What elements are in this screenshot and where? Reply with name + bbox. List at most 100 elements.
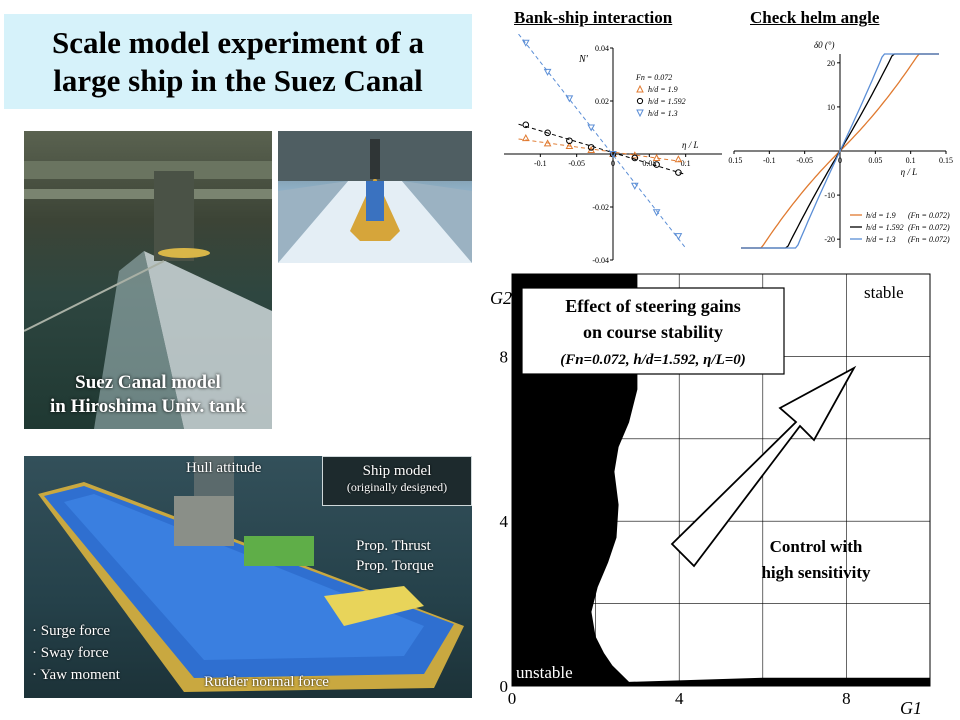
y-axis-label: G2 <box>490 288 512 308</box>
x-tick-label: 8 <box>842 689 851 708</box>
legend-label: h/d = 1.592 <box>866 223 904 232</box>
legend-label: h/d = 1.592 <box>648 97 686 106</box>
unstable-label: unstable <box>516 663 573 682</box>
data-point <box>674 233 683 241</box>
gains-line-2: on course stability <box>583 322 723 342</box>
y-tick-label: -10 <box>824 191 835 200</box>
data-point <box>630 182 639 190</box>
legend-header: Fn = 0.072 <box>635 73 672 82</box>
y-tick-label: -0.04 <box>592 256 609 265</box>
x-tick-label: -0.05 <box>796 156 813 165</box>
data-point <box>566 137 573 145</box>
ship-model-photo: Hull attitude Ship model (originally des… <box>24 456 472 698</box>
ship-channel-photo <box>278 131 472 263</box>
data-point <box>587 144 595 151</box>
data-point <box>565 142 574 150</box>
legend-marker <box>636 84 644 93</box>
y-axis-label: δ0 (°) <box>814 40 835 50</box>
force-bullet-list: · Surge force · Sway force · Yaw moment <box>32 620 120 686</box>
x-tick-label: 0.1 <box>906 156 916 165</box>
x-axis-label: η / L <box>901 167 917 177</box>
sensitivity-arrow <box>670 365 857 568</box>
x-tick-label: 0.15 <box>939 156 953 165</box>
tank-caption: Suez Canal model in Hiroshima Univ. tank <box>24 371 272 419</box>
x-tick-label: -0.1 <box>763 156 776 165</box>
y-tick-label: 8 <box>500 347 509 366</box>
y-tick-label: 0.02 <box>595 97 609 106</box>
x-tick-label: 0 <box>838 156 842 165</box>
data-point <box>587 124 596 132</box>
legend-note: (Fn = 0.072) <box>908 211 950 220</box>
legend-label: h/d = 1.9 <box>648 85 678 94</box>
y-tick-label: 10 <box>827 103 835 112</box>
legend-label: h/d = 1.9 <box>866 211 896 220</box>
y-tick-label: 0.04 <box>595 44 609 53</box>
bullet-yaw-moment: · Yaw moment <box>32 667 120 683</box>
bullet-sway-force: · Sway force <box>32 645 109 661</box>
title-line-2: large ship in the Suez Canal <box>53 63 423 98</box>
prop-torque-label: Prop. Torque <box>356 558 434 574</box>
rudder-force-label: Rudder normal force <box>204 674 329 690</box>
legend-note: (Fn = 0.072) <box>908 235 950 244</box>
x-tick-label: 0 <box>611 159 615 168</box>
prop-labels: Prop. Thrust Prop. Torque <box>356 536 434 576</box>
data-point <box>631 154 639 162</box>
data-point <box>521 134 530 142</box>
data-point <box>675 169 682 176</box>
y-axis-label: N' <box>578 54 589 65</box>
x-tick-label: 0 <box>508 689 517 708</box>
data-point <box>674 155 683 163</box>
gains-annotation-frame <box>521 287 785 375</box>
legend-label: h/d = 1.3 <box>866 235 896 244</box>
title-line-1: Scale model experiment of a <box>52 25 424 60</box>
slide-title: Scale model experiment of a large ship i… <box>4 14 472 109</box>
y-tick-label: 4 <box>500 512 509 531</box>
x-tick-label: 0.1 <box>681 159 691 168</box>
fit-line-1 <box>518 123 686 175</box>
ship-model-subtitle: (originally designed) <box>346 480 448 494</box>
data-point <box>521 39 530 47</box>
stable-label: stable <box>864 283 904 302</box>
helm-curve-2 <box>741 53 939 249</box>
tank-photo: Suez Canal model in Hiroshima Univ. tank <box>24 131 272 429</box>
data-point <box>609 151 617 159</box>
x-tick-label: -0.1 <box>534 159 547 168</box>
legend-marker <box>636 109 644 118</box>
data-point <box>652 209 661 217</box>
x-tick-label: -0.15 <box>728 156 742 165</box>
legend-note: (Fn = 0.072) <box>908 223 950 232</box>
y-tick-label: 20 <box>827 59 835 68</box>
tank-caption-line-2: in Hiroshima Univ. tank <box>49 396 247 417</box>
legend-marker <box>636 97 644 105</box>
prop-thrust-label: Prop. Thrust <box>356 538 431 554</box>
x-axis-label: G1 <box>900 698 922 718</box>
x-tick-label: 4 <box>675 689 684 708</box>
tank-caption-line-1: Suez Canal model <box>75 372 221 393</box>
hull-attitude-label: Hull attitude <box>186 460 262 476</box>
helm-angle-heading: Check helm angle <box>750 8 880 27</box>
x-tick-label: -0.05 <box>568 159 585 168</box>
data-point <box>544 129 551 137</box>
fit-line-2 <box>518 34 687 249</box>
unstable-region <box>512 274 930 686</box>
ship-model-title: Ship model <box>362 463 432 479</box>
gains-condition: (Fn=0.072, h/d=1.592, η/L=0) <box>560 352 746 368</box>
bullet-surge-force: · Surge force <box>32 623 111 639</box>
tank-photo-illustration <box>24 161 272 429</box>
bank-ship-heading: Bank-ship interaction <box>514 8 673 27</box>
data-point <box>652 153 661 161</box>
data-point <box>543 139 552 147</box>
control-line-2: high sensitivity <box>761 563 871 582</box>
data-point <box>522 121 530 129</box>
ship-model-illustration <box>38 456 464 692</box>
x-tick-label: 0.05 <box>868 156 882 165</box>
legend-label: h/d = 1.3 <box>648 109 678 118</box>
x-axis-label: η / L <box>682 140 698 150</box>
ship-model-tag: Ship model (originally designed) <box>322 456 472 506</box>
ship-channel-illustration <box>278 131 472 263</box>
data-point <box>543 68 552 76</box>
